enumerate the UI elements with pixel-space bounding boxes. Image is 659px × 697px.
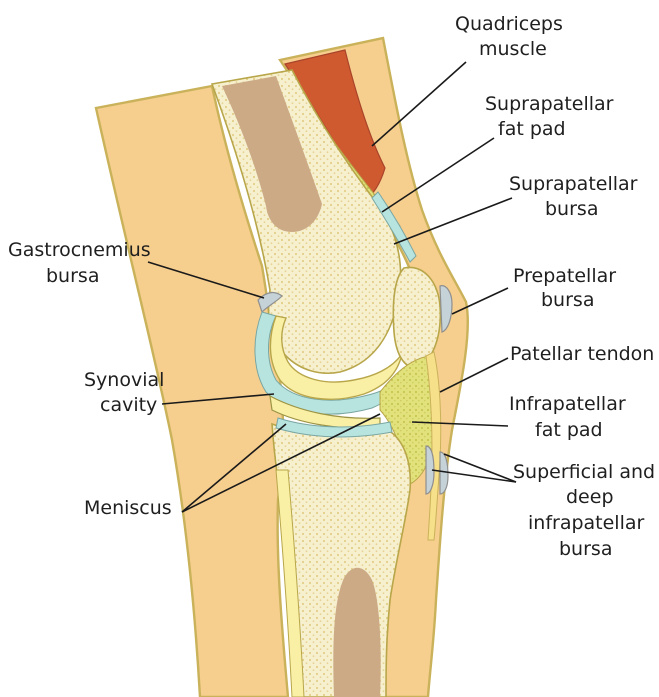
label-suprapatellar-fat-line1: Suprapatellar [485, 93, 614, 115]
label-superficial-line3: infrapatellar [528, 512, 645, 534]
label-infrapatellar-fat-line2: fat pad [535, 419, 603, 441]
label-quadriceps-line1: Quadriceps [455, 13, 563, 35]
leader-superficial-bursa [444, 454, 516, 482]
label-gastrocnemius-line2: bursa [46, 265, 99, 287]
label-superficial-line2: deep [566, 486, 614, 508]
label-superficial-line1: Superficial and [513, 461, 655, 483]
label-suprapatellar-bursa-line1: Suprapatellar [509, 173, 638, 195]
label-prepatellar-line1: Prepatellar [513, 265, 616, 287]
label-synovial-line1: Synovial [84, 369, 164, 391]
label-suprapatellar-fat-line2: fat pad [498, 118, 566, 140]
label-suprapatellar-bursa-line2: bursa [545, 198, 598, 220]
label-prepatellar-line2: bursa [541, 289, 594, 311]
label-gastrocnemius-line1: Gastrocnemius [8, 239, 151, 261]
label-synovial-line2: cavity [100, 394, 157, 416]
label-infrapatellar-fat-line1: Infrapatellar [509, 393, 626, 415]
label-meniscus: Meniscus [84, 497, 172, 519]
label-patellar-tendon: Patellar tendon [510, 343, 654, 365]
label-superficial-line4: bursa [559, 538, 612, 560]
label-quadriceps-line2: muscle [479, 38, 547, 60]
